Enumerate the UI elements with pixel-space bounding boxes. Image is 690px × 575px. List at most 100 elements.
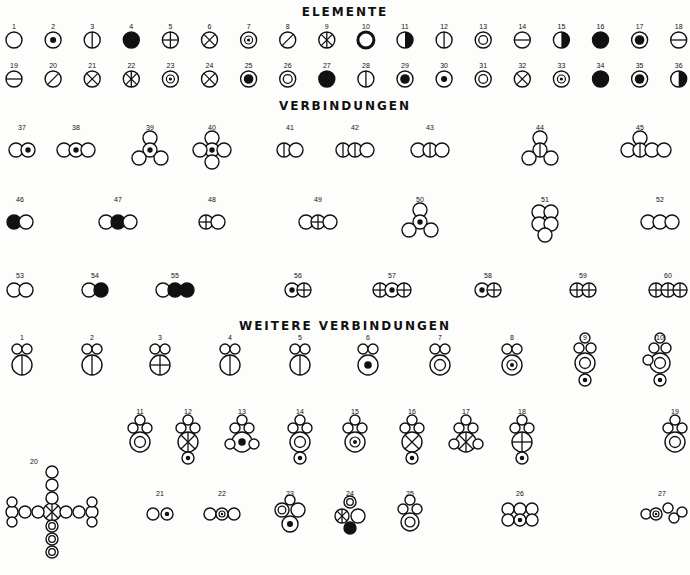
atom-symbol [6, 506, 18, 518]
atom-symbol [357, 423, 367, 433]
symbol-stroke [358, 355, 378, 375]
symbol-stroke [502, 355, 522, 375]
atom-symbol [237, 415, 247, 425]
atom-symbol [663, 423, 673, 433]
symbol-stroke [21, 143, 35, 157]
symbol-stroke [514, 39, 530, 40]
symbol-stroke [479, 75, 488, 84]
symbol-stroke [183, 415, 193, 425]
atom-symbol [295, 415, 305, 425]
section-heading: WEITERE VERBINDUNGEN [239, 320, 451, 332]
symbol-stroke [73, 147, 78, 152]
atom-symbol [649, 343, 659, 353]
symbol-stroke [247, 38, 250, 41]
symbol-stroke [282, 516, 298, 532]
symbol-stroke [400, 423, 410, 433]
symbol-stroke [342, 143, 343, 157]
atom-symbol [150, 344, 160, 354]
atom-symbol [657, 143, 671, 157]
atom-symbol [663, 503, 673, 513]
atom-symbol [516, 452, 528, 464]
atom-symbol [475, 32, 491, 48]
symbol-stroke [512, 432, 532, 452]
atom-symbol [230, 344, 240, 354]
callout-number: 53 [16, 272, 24, 279]
symbol-stroke [22, 344, 32, 354]
symbol-stroke [6, 71, 22, 87]
atom-symbol [7, 517, 17, 527]
symbol-stroke [358, 344, 368, 354]
symbol-stroke [475, 32, 491, 48]
symbol-stroke [321, 34, 332, 45]
atom-symbol [180, 283, 194, 297]
symbol-stroke [169, 77, 172, 80]
symbol-stroke [289, 287, 294, 292]
symbol-stroke [557, 75, 565, 83]
symbol-stroke [424, 223, 438, 237]
symbol-stroke [649, 343, 659, 353]
symbol-stroke [46, 466, 58, 478]
atom-symbol [289, 143, 303, 157]
atom-symbol [81, 143, 95, 157]
symbol-stroke [319, 32, 335, 48]
callout-number: 7 [438, 334, 442, 341]
atom-symbol [135, 415, 145, 425]
atom-symbol [502, 503, 514, 515]
symbol-stroke [278, 506, 286, 514]
symbol-stroke [593, 71, 609, 87]
atom-symbol [73, 506, 85, 518]
atom-symbol [593, 32, 609, 48]
symbol-stroke [360, 143, 374, 157]
symbol-stroke [160, 344, 170, 354]
symbol-stroke [205, 155, 219, 169]
atom-symbol [593, 71, 609, 87]
callout-number: 44 [536, 124, 544, 131]
callout-number: 42 [351, 124, 359, 131]
symbol-stroke [126, 73, 137, 84]
symbol-stroke [181, 435, 195, 449]
atom-symbol [46, 466, 58, 478]
atom-symbol [319, 71, 335, 87]
symbol-stroke [402, 432, 422, 452]
callout-number: 28 [362, 62, 370, 69]
atom-symbol [512, 344, 522, 354]
symbol-stroke [300, 344, 310, 354]
atom-symbol [502, 355, 522, 375]
atom-symbol [142, 423, 152, 433]
symbol-stroke [673, 283, 687, 297]
symbol-stroke [553, 32, 569, 48]
symbol-stroke [230, 423, 240, 433]
symbol-stroke [347, 499, 354, 506]
atom-symbol [82, 344, 92, 354]
symbol-stroke [582, 283, 596, 297]
atom-symbol [650, 353, 670, 373]
symbol-stroke [459, 435, 473, 449]
symbol-stroke [579, 374, 591, 386]
callout-number: 34 [597, 62, 605, 69]
callout-number: 6 [366, 334, 370, 341]
symbol-stroke [21, 355, 22, 375]
atom-symbol [358, 32, 374, 48]
symbol-stroke [87, 497, 97, 507]
symbol-stroke [389, 287, 394, 292]
symbol-stroke [479, 36, 488, 45]
symbol-stroke [150, 364, 170, 365]
symbol-stroke [406, 452, 418, 464]
symbol-stroke [397, 32, 413, 48]
callout-number: 15 [351, 408, 359, 415]
symbol-stroke [435, 360, 446, 371]
symbol-stroke [658, 378, 663, 383]
atom-symbol [123, 215, 137, 229]
symbol-stroke [671, 71, 687, 87]
symbol-stroke [561, 32, 569, 48]
atom-symbol [538, 228, 552, 242]
atom-symbol [154, 151, 168, 165]
atom-symbol [204, 508, 216, 520]
symbol-stroke [650, 353, 670, 373]
symbol-stroke [435, 143, 449, 157]
symbol-stroke [575, 353, 595, 373]
symbol-stroke [639, 143, 640, 157]
symbol-stroke [502, 503, 514, 515]
atom-symbol [92, 344, 102, 354]
atom-symbol [632, 71, 648, 87]
